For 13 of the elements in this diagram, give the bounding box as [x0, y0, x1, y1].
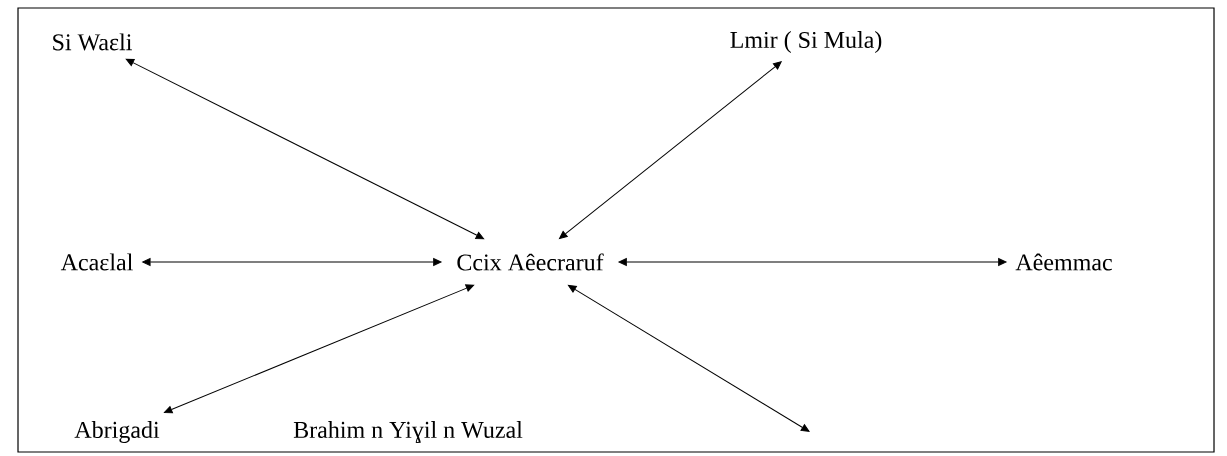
double-arrow [125, 58, 485, 240]
node-label: Si Waɛli [53, 33, 132, 51]
node-label: Acaɛlal [60, 253, 133, 271]
double-arrow [164, 284, 475, 414]
node-label: Aêemmac [1015, 253, 1112, 271]
double-arrow [618, 258, 1007, 266]
node-label: Abrigadi [74, 421, 160, 443]
node-label: Lmir ( Si Mula) [730, 31, 882, 53]
node-label: Ccix Aêecraruf [457, 253, 604, 271]
double-arrow [559, 61, 782, 239]
double-arrow [568, 284, 810, 432]
double-arrow [142, 258, 442, 266]
node-label: Brahim n Yiɣil n Wuzal [293, 421, 523, 443]
